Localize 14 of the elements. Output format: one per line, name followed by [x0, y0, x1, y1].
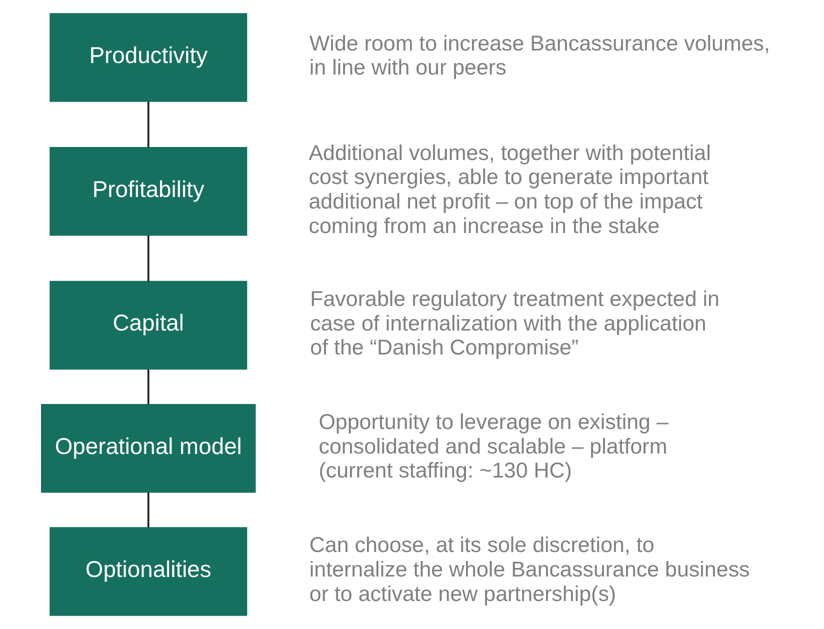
node-label: Wide room to increase Bancassurance volumes, in line with our peers — [308, 31, 770, 80]
node-label: Can choose, at its sole discretion, to internalize the whole Bancassurance business or to activate new partnership(s) — [308, 533, 750, 606]
node-box: Profitability — [49, 147, 247, 236]
node-label: Favorable regulatory treatment expected in case of internalization with the application of the “Danish Compromise” — [310, 286, 719, 360]
node-box: Productivity — [49, 13, 247, 102]
connector — [146, 102, 149, 148]
node-label: Opportunity to leverage on existing – consolidated and scalable – platform (current staffing: ~130 HC) — [318, 410, 668, 483]
node-label: Additional volumes, together with potential cost synergies, able to generate important additional net profit – on top of the impact coming from an increase in the stake — [308, 140, 710, 238]
connector — [146, 369, 149, 404]
node-box: Optionalities — [49, 527, 247, 616]
connector — [146, 492, 149, 528]
node-box: Operational model — [40, 404, 256, 493]
connector — [146, 235, 149, 282]
node-box: Capital — [49, 280, 247, 370]
